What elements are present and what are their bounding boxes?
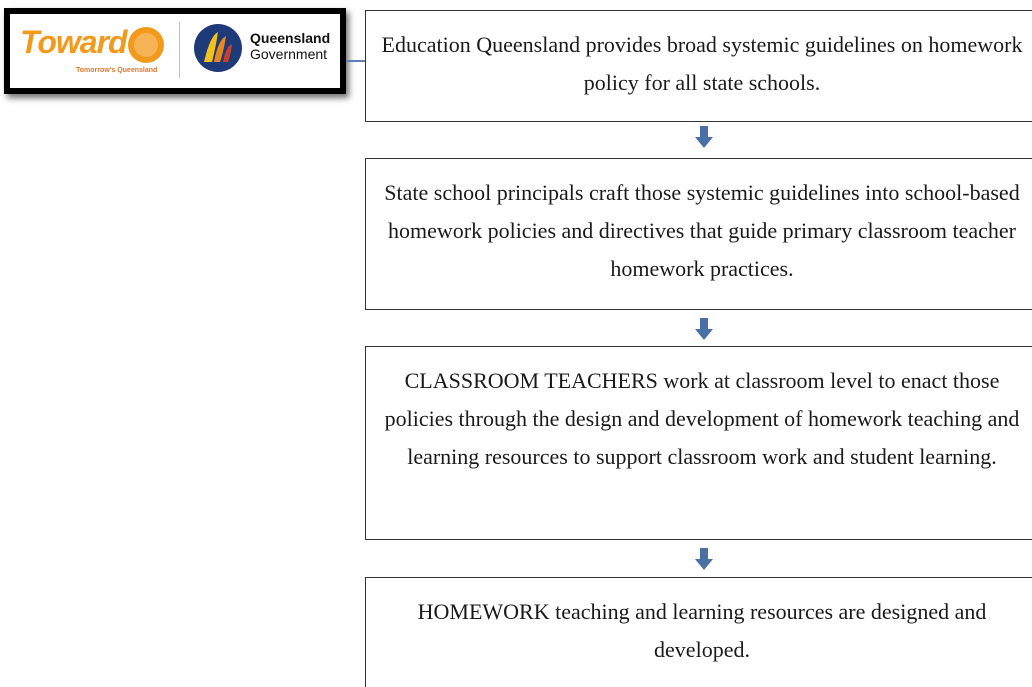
flow-box-text: Education Queensland provides broad syst… bbox=[381, 32, 1023, 95]
queensland-government-wordmark: Queensland Government bbox=[250, 30, 330, 62]
queensland-crest-icon bbox=[194, 24, 242, 72]
down-arrow-icon bbox=[695, 548, 713, 570]
gov-line2: Government bbox=[250, 46, 328, 62]
logo-separator bbox=[179, 22, 180, 78]
logo-connector-line bbox=[346, 60, 366, 62]
flow-box-classroom-teachers: CLASSROOM TEACHERS work at classroom lev… bbox=[365, 346, 1032, 540]
logo-tagline: Tomorrow's Queensland bbox=[76, 67, 158, 74]
flow-box-principals: State school principals craft those syst… bbox=[365, 158, 1032, 310]
q2-badge-icon bbox=[128, 27, 164, 63]
flow-box-text: State school principals craft those syst… bbox=[384, 180, 1020, 281]
down-arrow-icon bbox=[695, 318, 713, 340]
down-arrow-icon bbox=[695, 126, 713, 148]
flow-box-text: CLASSROOM TEACHERS work at classroom lev… bbox=[384, 368, 1020, 469]
flow-box-education-queensland: Education Queensland provides broad syst… bbox=[365, 10, 1032, 122]
gov-line1: Queensland bbox=[250, 30, 331, 46]
toward-q2-logo: Toward Tomorrow's Queensland Queensland … bbox=[4, 8, 346, 94]
flow-box-homework: HOMEWORK teaching and learning resources… bbox=[365, 577, 1032, 687]
toward-brand-text: Toward bbox=[20, 24, 128, 60]
flow-box-text: HOMEWORK teaching and learning resources… bbox=[417, 599, 987, 662]
